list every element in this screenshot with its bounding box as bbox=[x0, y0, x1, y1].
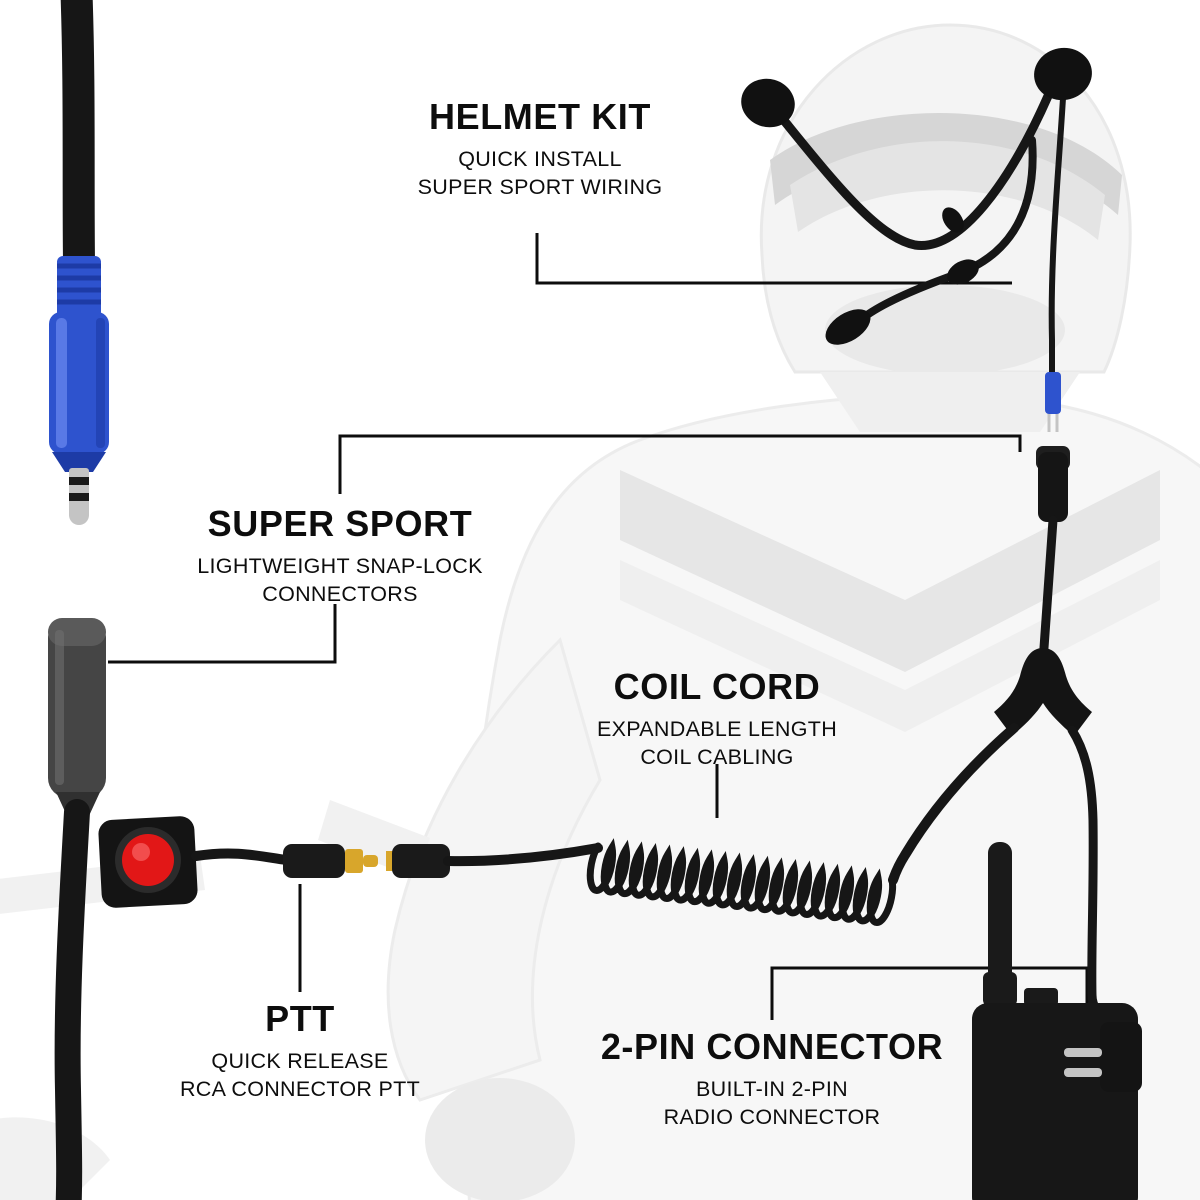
radio-antenna-base bbox=[983, 972, 1017, 1006]
headset-band bbox=[777, 91, 1053, 250]
coil-cord-subtitle-2: COIL CABLING bbox=[640, 745, 794, 769]
snap-lock-pins bbox=[1047, 414, 1059, 432]
rca-male-body bbox=[283, 844, 345, 878]
coil-cord-label: COIL CORD EXPANDABLE LENGTH COIL CABLING bbox=[597, 666, 837, 771]
snap-lock-male-connector bbox=[1045, 372, 1061, 414]
ptt-title: PTT bbox=[265, 998, 335, 1039]
ptt-button-highlight bbox=[132, 843, 150, 861]
rca-male-gold-collar bbox=[345, 849, 363, 873]
rca-female-rim bbox=[386, 851, 394, 871]
radio-top-knob bbox=[1024, 988, 1058, 1006]
snap-lock-female-body bbox=[1038, 452, 1068, 522]
coil-cord-illustration bbox=[586, 838, 897, 926]
super-sport-subtitle-2: CONNECTORS bbox=[262, 582, 418, 606]
ghost-neck bbox=[820, 372, 1080, 432]
y-splitter bbox=[994, 648, 1092, 736]
rca-to-coil-cable bbox=[443, 843, 603, 867]
boom-clamp bbox=[942, 207, 964, 233]
rca-male-pin bbox=[363, 855, 378, 867]
ghost-bar-corner bbox=[0, 1117, 110, 1200]
super-sport-title: SUPER SPORT bbox=[207, 503, 473, 544]
plug-barrel-shadow bbox=[96, 318, 105, 448]
helmet-kit-subtitle-1: QUICK INSTALL bbox=[458, 147, 622, 171]
female-jack-highlight bbox=[55, 630, 64, 785]
two-pin-label: 2-PIN CONNECTOR BUILT-IN 2-PIN RADIO CON… bbox=[601, 1026, 943, 1131]
plug-barrel-highlight bbox=[56, 318, 67, 448]
bottom-cable bbox=[54, 799, 90, 1200]
two-pin-subtitle-1: BUILT-IN 2-PIN bbox=[696, 1077, 848, 1101]
two-pin-pin-lower bbox=[1064, 1068, 1102, 1077]
ptt-label: PTT QUICK RELEASE RCA CONNECTOR PTT bbox=[180, 998, 420, 1103]
plug-tip bbox=[69, 505, 89, 525]
splitter-left-branch-cable bbox=[888, 723, 1019, 885]
helmet-kit-subtitle-2: SUPER SPORT WIRING bbox=[417, 175, 663, 199]
ptt-button bbox=[122, 834, 174, 886]
ptt-cable bbox=[191, 848, 291, 865]
two-pin-plug-body bbox=[1100, 1022, 1142, 1092]
coil-spring bbox=[586, 838, 897, 926]
ghost-chevron-light bbox=[620, 560, 1160, 732]
two-pin-pin-upper bbox=[1064, 1048, 1102, 1057]
plug-shaft-rings bbox=[69, 477, 89, 501]
super-sport-label: SUPER SPORT LIGHTWEIGHT SNAP-LOCK CONNEC… bbox=[197, 503, 482, 608]
ptt-subtitle-2: RCA CONNECTOR PTT bbox=[179, 1077, 421, 1101]
rca-female-body bbox=[392, 844, 450, 878]
headset-downlead bbox=[1048, 95, 1066, 377]
super-sport-plug-illustration bbox=[49, 0, 109, 525]
chest-wiring-illustration bbox=[888, 372, 1117, 1028]
radio-antenna bbox=[988, 842, 1012, 1008]
ghost-goggle-lens bbox=[790, 141, 1105, 240]
super-sport-callout-line-upper bbox=[338, 434, 1022, 494]
super-sport-callout-line-lower bbox=[108, 604, 337, 664]
mic-capsule bbox=[825, 309, 871, 345]
ghost-arm bbox=[386, 637, 602, 1102]
left-speaker bbox=[741, 78, 795, 128]
plug-ribs bbox=[57, 263, 101, 305]
female-jack-illustration bbox=[48, 618, 106, 1200]
right-speaker bbox=[1034, 47, 1092, 101]
plug-taper bbox=[52, 452, 106, 472]
super-sport-subtitle-1: LIGHTWEIGHT SNAP-LOCK bbox=[197, 554, 483, 578]
two-pin-title: 2-PIN CONNECTOR bbox=[600, 1026, 944, 1067]
coil-cord-title: COIL CORD bbox=[613, 666, 821, 707]
helmet-kit-title: HELMET KIT bbox=[429, 96, 651, 137]
coil-cord-subtitle-1: EXPANDABLE LENGTH bbox=[596, 717, 838, 741]
helmet-kit-callout-line bbox=[535, 233, 1012, 285]
two-pin-subtitle-2: RADIO CONNECTOR bbox=[663, 1105, 881, 1129]
ghost-glove bbox=[425, 1078, 575, 1200]
radio-illustration bbox=[972, 842, 1142, 1200]
ptt-illustration bbox=[98, 816, 603, 908]
top-cable bbox=[60, 0, 95, 278]
headset-illustration bbox=[741, 47, 1092, 377]
ptt-subtitle-1: QUICK RELEASE bbox=[211, 1049, 389, 1073]
two-pin-callout-line bbox=[770, 966, 1089, 1020]
boom-hinge bbox=[947, 259, 979, 285]
female-to-splitter-cable bbox=[1038, 515, 1058, 667]
helmet-kit-label: HELMET KIT QUICK INSTALL SUPER SPORT WIR… bbox=[418, 96, 663, 201]
